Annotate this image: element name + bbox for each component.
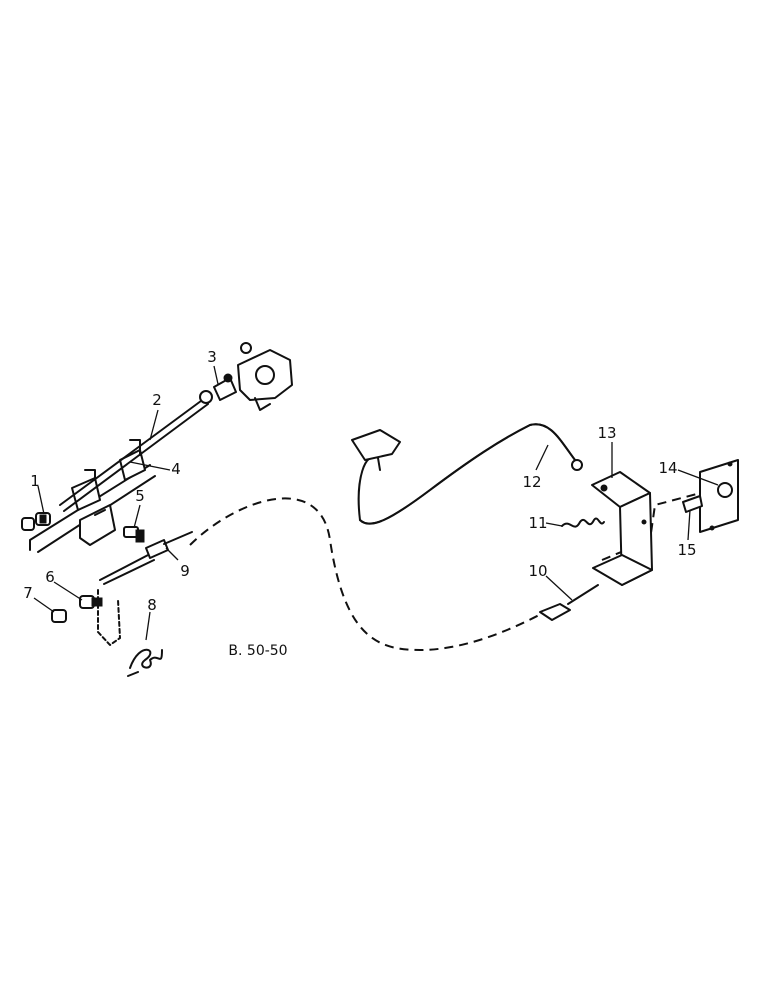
- part-15-fitting: [682, 495, 703, 513]
- control-cable-path: [189, 497, 546, 652]
- part-2-rod: [59, 397, 209, 512]
- part-1-nut: [21, 512, 51, 531]
- part-13-bracket: [591, 471, 653, 586]
- leader-12: [535, 444, 549, 471]
- leader-4: [129, 461, 171, 471]
- part-9-cable-end: [99, 531, 193, 585]
- leader-15: [687, 509, 691, 541]
- part-5-pin: [123, 526, 145, 543]
- part-12-pedal-rod: [351, 423, 583, 525]
- callout-12: 12: [522, 473, 541, 491]
- callout-13: 13: [597, 424, 616, 442]
- callout-8: 8: [147, 596, 157, 614]
- leader-14: [677, 469, 719, 486]
- part-3-fitting: [199, 373, 237, 404]
- leader-6: [53, 581, 83, 601]
- callout-14: 14: [658, 459, 677, 477]
- lever-arm: [97, 589, 121, 646]
- callout-2: 2: [152, 391, 162, 409]
- callout-5: 5: [135, 487, 145, 505]
- diagram-reference-code: B. 50-50: [228, 643, 287, 659]
- leader-2: [149, 409, 159, 441]
- part-7-nut: [51, 609, 67, 623]
- governor-housing: [237, 342, 293, 411]
- part-11-spring: [561, 517, 605, 528]
- leader-10: [545, 575, 573, 601]
- leader-9: [165, 547, 179, 561]
- callout-4: 4: [171, 460, 181, 478]
- leader-3: [213, 365, 219, 385]
- callout-15: 15: [677, 541, 696, 559]
- callout-7: 7: [23, 584, 33, 602]
- leader-8: [145, 611, 151, 641]
- part-6-nut: [79, 595, 103, 609]
- part-10-cable-end: [539, 584, 599, 621]
- callout-6: 6: [45, 568, 55, 586]
- leader-1: [37, 485, 45, 515]
- callout-11: 11: [528, 514, 547, 532]
- callout-3: 3: [207, 348, 217, 366]
- callout-10: 10: [528, 562, 547, 580]
- lever-bracket: [79, 504, 116, 546]
- leader-5: [133, 504, 141, 529]
- callout-9: 9: [180, 562, 190, 580]
- callout-1: 1: [30, 472, 40, 490]
- part-8-spring: [127, 648, 163, 677]
- leader-7: [33, 597, 55, 613]
- part-14-plate: [699, 459, 739, 533]
- leader-11: [545, 522, 563, 527]
